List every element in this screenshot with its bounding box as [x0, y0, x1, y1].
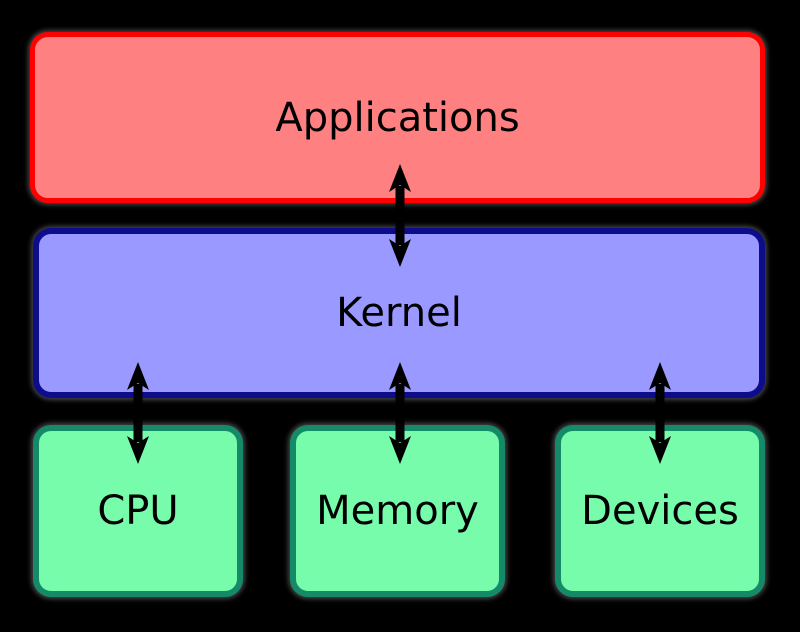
node-devices-label: Devices — [581, 488, 739, 534]
node-memory-label: Memory — [316, 488, 479, 534]
node-cpu: CPU — [33, 425, 243, 597]
node-applications-label: Applications — [275, 94, 520, 141]
node-devices: Devices — [555, 425, 765, 597]
node-applications: Applications — [30, 32, 765, 203]
node-kernel-label: Kernel — [336, 290, 462, 336]
node-memory: Memory — [290, 425, 505, 597]
node-kernel: Kernel — [33, 228, 765, 398]
node-cpu-label: CPU — [97, 488, 179, 534]
